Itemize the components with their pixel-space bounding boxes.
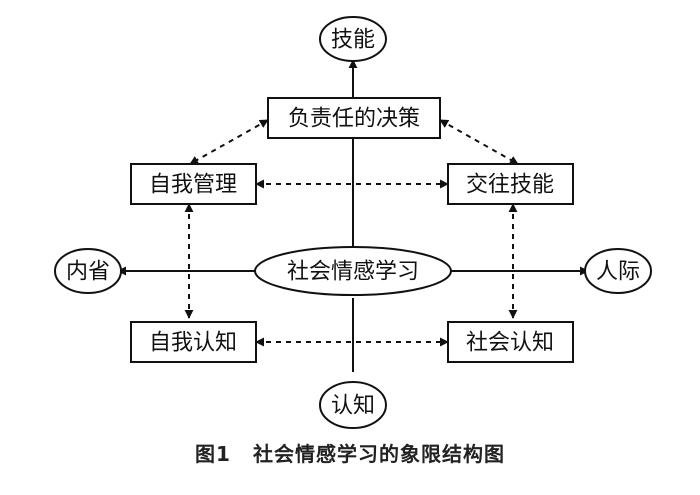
label-socialaware: 社会认知 — [466, 331, 554, 356]
node-socialskills-box — [447, 163, 574, 205]
node-bottom-circle — [319, 381, 387, 429]
figure-caption: 图1 社会情感学习的象限结构图 — [0, 438, 700, 467]
label-selfaware: 自我认知 — [149, 331, 237, 356]
figure-title: 社会情感学习的象限结构图 — [252, 442, 505, 466]
label-top: 技能 — [331, 28, 375, 53]
label-selfmgmt: 自我管理 — [149, 173, 237, 198]
label-bottom: 认知 — [331, 394, 375, 419]
label-decision: 负责任的决策 — [288, 107, 420, 132]
node-left-circle — [54, 248, 122, 294]
label-center: 社会情感学习 — [287, 260, 419, 285]
figure-number: 图1 — [195, 442, 231, 466]
label-socialskills: 交往技能 — [466, 173, 554, 198]
dashed-link-decision-social — [439, 119, 519, 165]
node-right-circle — [584, 248, 652, 294]
dashed-link-decision-selfmgmt — [189, 119, 269, 165]
node-selfmgmt-box — [130, 163, 257, 205]
node-socialaware-box — [447, 321, 574, 363]
node-center-ellipse — [254, 246, 452, 296]
node-decision-box — [267, 97, 441, 139]
label-right: 人际 — [596, 260, 640, 285]
label-left: 内省 — [66, 260, 110, 285]
quadrant-structure-diagram: 技能 负责任的决策 自我管理 交往技能 内省 社会情感学习 人际 自我认知 社会… — [54, 16, 652, 429]
node-top-circle — [319, 16, 387, 62]
node-selfaware-box — [130, 321, 257, 363]
